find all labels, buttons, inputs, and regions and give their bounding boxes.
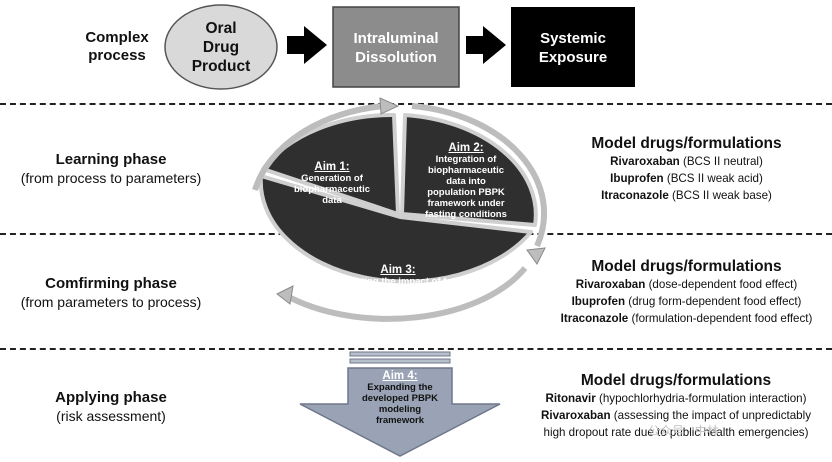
aim2-line1: Integration of xyxy=(435,154,497,165)
models-learning-row-1: Rivaroxaban (BCS II neutral) xyxy=(545,153,828,170)
applying-phase-label: Applying phase (risk assessment) xyxy=(0,389,222,425)
applying-phase-subtitle: (risk assessment) xyxy=(56,408,166,424)
systemic-exposure-box xyxy=(511,7,635,87)
aim4-bar-2 xyxy=(349,358,451,364)
intraluminal-dissolution-box xyxy=(332,6,460,88)
models-applying-drug-2: Rivaroxaban xyxy=(540,409,611,422)
process-flow-graphic xyxy=(164,4,635,90)
ribbon-arrowhead-right xyxy=(526,247,546,265)
complex-process-line1: Complex xyxy=(85,29,149,46)
aim3-sector xyxy=(258,174,533,284)
learning-phase-title: Learning phase xyxy=(55,151,167,168)
confirming-phase-subtitle: (from parameters to process) xyxy=(20,294,202,310)
ribbon-arrow-right xyxy=(411,103,548,248)
aim3-line1: Predicting the impact of food xyxy=(332,276,464,287)
learning-phase-label: Learning phase (from process to paramete… xyxy=(0,151,222,187)
ribbon-arrow-bottom xyxy=(283,266,528,322)
aim1-line1: Generation of xyxy=(301,173,363,184)
aim2-sector xyxy=(400,113,538,227)
models-confirming-row-3: Itraconazole (formulation-dependent food… xyxy=(545,310,828,327)
models-learning-title: Model drugs/formulations xyxy=(591,135,782,152)
node1-line2: Drug xyxy=(202,39,240,56)
models-applying-desc-2: (assessing the impact of unpredictably xyxy=(610,409,811,422)
aim4-line1: Expanding the xyxy=(367,382,433,393)
aim2-line4: population PBPK xyxy=(427,187,505,198)
aim1-line3: data xyxy=(322,195,342,206)
models-applying-block: Model drugs/formulations Ritonavir (hypo… xyxy=(522,372,830,441)
applying-phase-title: Applying phase xyxy=(55,389,167,406)
aim2-line5: framework under xyxy=(427,198,505,209)
aim3-line2: on oral drug absorption xyxy=(344,287,452,298)
aim2-line2: biopharmaceutic xyxy=(427,165,505,176)
models-learning-drug-3: Itraconazole xyxy=(601,189,669,202)
ribbon-arrowhead-bottom xyxy=(276,285,294,305)
node3-line1: Systemic xyxy=(540,30,606,47)
oral-drug-product-text: Oral Drug Product xyxy=(170,19,272,76)
separator-3 xyxy=(0,348,832,350)
models-applying-drug-1: Ritonavir xyxy=(545,392,596,405)
aim4-down-arrow xyxy=(299,367,501,457)
models-confirming-desc-1: (dose-dependent food effect) xyxy=(645,278,798,291)
confirming-phase-title: Comfirming phase xyxy=(45,275,177,292)
models-learning-desc-3: (BCS II weak base) xyxy=(668,189,772,202)
ribbon-arrow-top xyxy=(252,103,385,191)
models-confirming-desc-3: (formulation-dependent food effect) xyxy=(628,312,813,325)
models-confirming-block: Model drugs/formulations Rivaroxaban (do… xyxy=(545,258,828,327)
aim3-title: Aim 3: xyxy=(380,264,416,276)
aim4-text: Aim 4: Expanding the developed PBPK mode… xyxy=(350,370,450,426)
aim1-line2: biopharmaceutic xyxy=(293,184,371,195)
learning-phase-subtitle: (from process to parameters) xyxy=(20,170,202,186)
node1-line3: Product xyxy=(191,58,251,75)
systemic-exposure-text: Systemic Exposure xyxy=(511,29,635,67)
aim3-text: Aim 3: Predicting the impact of food on … xyxy=(308,264,488,298)
aim2-line3: data into xyxy=(446,176,486,187)
aim4-title: Aim 4: xyxy=(382,370,418,382)
aim2-line6: fasting conditions xyxy=(425,209,507,220)
models-applying-row-2: Rivaroxaban (assessing the impact of unp… xyxy=(522,407,830,424)
models-learning-drug-1: Rivaroxaban xyxy=(610,155,680,168)
models-confirming-title: Model drugs/formulations xyxy=(591,258,782,275)
models-confirming-drug-3: Itraconazole xyxy=(560,312,629,325)
models-learning-drug-2: Ibuprofen xyxy=(610,172,664,185)
models-learning-desc-2: (BCS II weak acid) xyxy=(663,172,763,185)
models-confirming-row-2: Ibuprofen (drug form-dependent food effe… xyxy=(545,293,828,310)
aim4-bar-1 xyxy=(349,351,451,357)
node3-line2: Exposure xyxy=(538,49,608,66)
node2-line2: Dissolution xyxy=(355,49,437,66)
aim1-text: Aim 1: Generation of biopharmaceutic dat… xyxy=(282,161,382,206)
models-learning-row-2: Ibuprofen (BCS II weak acid) xyxy=(545,170,828,187)
models-confirming-desc-2: (drug form-dependent food effect) xyxy=(625,295,802,308)
node1-line1: Oral xyxy=(205,20,237,37)
oral-drug-product-ellipse xyxy=(164,4,278,90)
aim4-line2: developed PBPK xyxy=(361,393,439,404)
models-applying-desc-3: high dropout rate due to public health e… xyxy=(543,426,809,439)
aim4-line3: modeling xyxy=(378,404,422,415)
aim2-title: Aim 2: xyxy=(448,142,484,154)
models-applying-row-3: high dropout rate due to public health e… xyxy=(522,424,830,441)
aim4-line4: framework xyxy=(375,415,425,426)
arrow-to-dissolution xyxy=(287,26,327,64)
complex-process-line2: process xyxy=(88,47,146,64)
models-confirming-drug-1: Rivaroxaban xyxy=(575,278,646,291)
models-confirming-row-1: Rivaroxaban (dose-dependent food effect) xyxy=(545,276,828,293)
models-learning-block: Model drugs/formulations Rivaroxaban (BC… xyxy=(545,135,828,204)
node2-line1: Intraluminal xyxy=(353,30,439,47)
ribbon-arrowhead-top xyxy=(379,97,400,115)
models-applying-desc-1: (hypochlorhydria-formulation interaction… xyxy=(595,392,807,405)
complex-process-label: Complex process xyxy=(62,29,172,65)
aim2-text: Aim 2: Integration of biopharmaceutic da… xyxy=(412,142,520,220)
aim1-title: Aim 1: xyxy=(314,161,350,173)
confirming-phase-label: Comfirming phase (from parameters to pro… xyxy=(0,275,222,311)
models-applying-title: Model drugs/formulations xyxy=(580,372,772,389)
models-learning-desc-1: (BCS II neutral) xyxy=(679,155,763,168)
models-applying-row-1: Ritonavir (hypochlorhydria-formulation i… xyxy=(522,390,830,407)
models-confirming-drug-2: Ibuprofen xyxy=(571,295,626,308)
arrow-to-exposure xyxy=(466,26,506,64)
models-learning-row-3: Itraconazole (BCS II weak base) xyxy=(545,187,828,204)
intraluminal-dissolution-text: Intraluminal Dissolution xyxy=(333,29,459,67)
watermark-text: 公众号 · 中林 xyxy=(648,424,719,438)
